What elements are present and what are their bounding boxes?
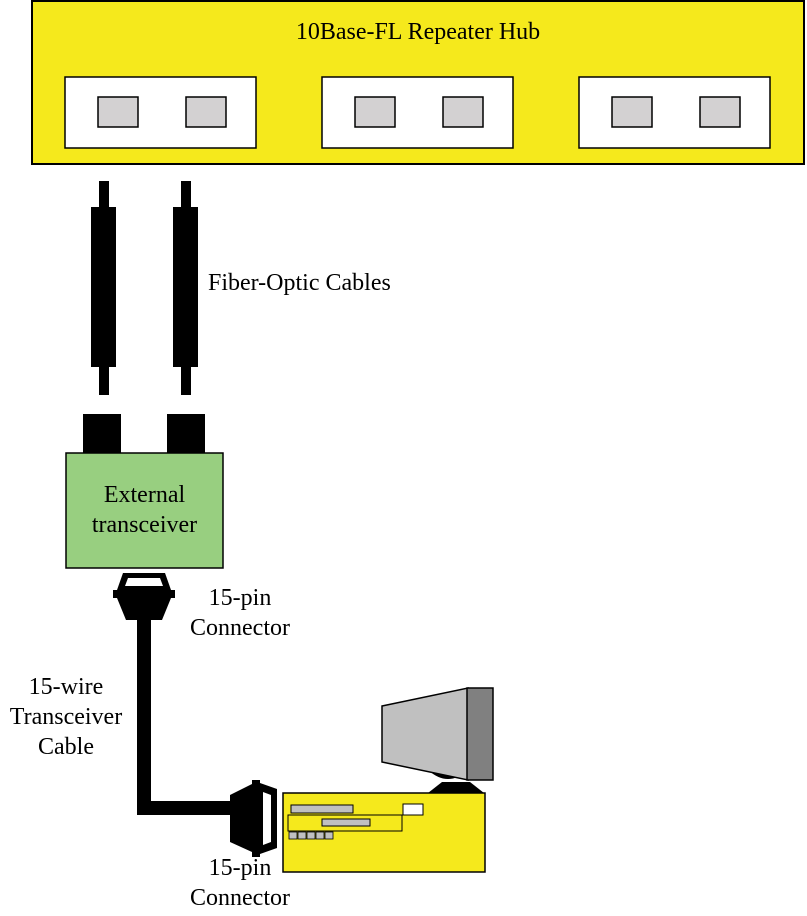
hub-port <box>97 96 139 128</box>
pc-case-icon <box>282 792 486 873</box>
hub-port <box>442 96 484 128</box>
bottom-connector-label: 15-pin Connector <box>180 853 300 913</box>
hub-port-module-3 <box>578 76 771 149</box>
fiber-optic-cables-label: Fiber-Optic Cables <box>208 270 391 296</box>
hub-port-module-1 <box>64 76 257 149</box>
fiber-optic-cable-1 <box>91 181 116 395</box>
transceiver-cable-label-line3: Cable <box>38 734 94 760</box>
top-connector-label-line1: 15-pin <box>208 585 272 611</box>
external-transceiver <box>65 452 224 569</box>
hub-port <box>354 96 396 128</box>
transceiver-cable <box>137 620 232 815</box>
transceiver-label: External transceiver <box>66 480 223 540</box>
hub-port <box>611 96 653 128</box>
transceiver-label-line1: External <box>103 482 186 508</box>
top-connector-label-line2: Connector <box>190 615 290 641</box>
hub-port <box>185 96 227 128</box>
repeater-hub <box>31 0 805 165</box>
transceiver-cable-label-line2: Transceiver <box>9 704 123 730</box>
fiber-optic-cable-2 <box>173 181 198 395</box>
top-15-pin-connector-icon <box>113 573 175 620</box>
transceiver-cable-label: 15-wire Transceiver Cable <box>8 672 124 762</box>
fiber-connector <box>167 414 205 454</box>
expansion-card-pins <box>288 831 334 840</box>
bottom-connector-label-line1: 15-pin <box>208 855 272 881</box>
hub-port-module-2 <box>321 76 514 149</box>
monitor-icon <box>381 687 494 793</box>
transceiver-cable-label-line1: 15-wire <box>28 674 104 700</box>
bottom-15-pin-connector-icon <box>230 780 277 857</box>
hub-title: 10Base-FL Repeater Hub <box>295 19 541 45</box>
fiber-connector <box>83 414 121 454</box>
bottom-connector-label-line2: Connector <box>190 885 290 911</box>
top-connector-label: 15-pin Connector <box>180 583 300 643</box>
transceiver-label-line2: transceiver <box>91 512 198 538</box>
hub-port <box>699 96 741 128</box>
